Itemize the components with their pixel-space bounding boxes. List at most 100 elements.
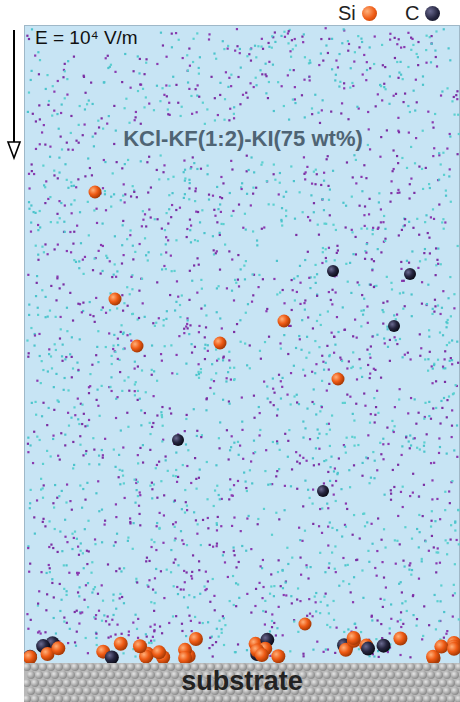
ion-dot: [265, 75, 267, 77]
ion-dot: [187, 319, 189, 321]
ion-dot: [54, 484, 56, 486]
ion-dot: [196, 95, 198, 97]
ion-dot: [188, 187, 190, 189]
ion-dot: [244, 342, 246, 344]
ion-dot: [316, 295, 318, 297]
ion-dot: [87, 652, 89, 654]
ion-dot: [450, 524, 452, 526]
ion-dot: [99, 415, 101, 417]
ion-dot: [425, 49, 427, 51]
ion-dot: [134, 367, 136, 369]
ion-dot: [256, 244, 258, 246]
ion-dot: [265, 611, 267, 613]
ion-dot: [162, 324, 164, 326]
ion-dot: [148, 642, 150, 644]
ion-dot: [402, 292, 404, 294]
ion-dot: [364, 258, 366, 260]
ion-dot: [66, 483, 68, 485]
ion-dot: [313, 202, 315, 204]
ion-dot: [86, 103, 88, 105]
ion-dot: [123, 482, 125, 484]
ion-dot: [342, 202, 344, 204]
ion-dot: [324, 571, 326, 573]
ion-dot: [329, 466, 331, 468]
ion-dot: [438, 437, 440, 439]
ion-dot: [342, 402, 344, 404]
ion-dot: [328, 612, 330, 614]
ion-dot: [299, 338, 301, 340]
ion-dot: [299, 191, 301, 193]
ion-dot: [174, 499, 176, 501]
ion-dot: [356, 106, 358, 108]
ion-dot: [106, 257, 108, 259]
ion-dot: [80, 542, 82, 544]
ion-dot: [229, 367, 231, 369]
ion-dot: [127, 159, 129, 161]
ion-dot: [73, 231, 75, 233]
ion-dot: [114, 633, 116, 635]
ion-dot: [398, 71, 400, 73]
ion-dot: [114, 263, 116, 265]
ion-dot: [314, 264, 316, 266]
ion-dot: [367, 111, 369, 113]
ion-dot: [323, 172, 325, 174]
ion-dot: [396, 155, 398, 157]
ion-dot: [357, 444, 359, 446]
ion-dot: [188, 594, 190, 596]
ion-dot: [409, 495, 411, 497]
ion-dot: [301, 319, 303, 321]
ion-dot: [42, 497, 44, 499]
ion-dot: [319, 612, 321, 614]
ion-dot: [276, 627, 278, 629]
ion-dot: [158, 317, 160, 319]
ion-dot: [373, 286, 375, 288]
ion-dot: [332, 600, 334, 602]
ion-dot: [415, 79, 417, 81]
ion-dot: [173, 585, 175, 587]
ion-dot: [219, 234, 221, 236]
ion-dot: [449, 360, 451, 362]
ion-dot: [304, 309, 306, 311]
ion-dot: [346, 508, 348, 510]
ion-dot: [125, 98, 127, 100]
ion-dot: [356, 378, 358, 380]
ion-dot: [145, 58, 147, 60]
ion-dot: [345, 502, 347, 504]
ion-dot: [65, 594, 67, 596]
ion-dot: [409, 656, 411, 658]
ion-dot: [151, 369, 153, 371]
ion-dot: [424, 402, 426, 404]
ion-dot: [33, 211, 35, 213]
ion-dot: [64, 70, 66, 72]
ion-dot: [386, 300, 388, 302]
ion-dot: [343, 82, 345, 84]
ion-dot: [55, 373, 57, 375]
ion-dot: [231, 494, 233, 496]
ion-dot: [160, 154, 162, 156]
ion-dot: [278, 559, 280, 561]
ion-dot: [388, 103, 390, 105]
ion-dot: [434, 299, 436, 301]
ion-dot: [171, 270, 173, 272]
ion-dot: [114, 71, 116, 73]
ion-dot: [61, 103, 63, 105]
ion-dot: [36, 282, 38, 284]
ion-dot: [32, 113, 34, 115]
ion-dot: [140, 160, 142, 162]
ion-dot: [197, 523, 199, 525]
ion-dot: [204, 358, 206, 360]
ion-dot: [299, 539, 301, 541]
ion-dot: [137, 637, 139, 639]
ion-dot: [317, 224, 319, 226]
ion-dot: [431, 35, 433, 37]
ion-dot: [243, 471, 245, 473]
ion-dot: [219, 421, 221, 423]
ion-dot: [408, 221, 410, 223]
ion-dot: [82, 259, 84, 261]
ion-dot: [278, 374, 280, 376]
ion-dot: [439, 562, 441, 564]
ion-dot: [47, 104, 49, 106]
ion-dot: [361, 190, 363, 192]
ion-dot: [170, 344, 172, 346]
ion-dot: [382, 311, 384, 313]
